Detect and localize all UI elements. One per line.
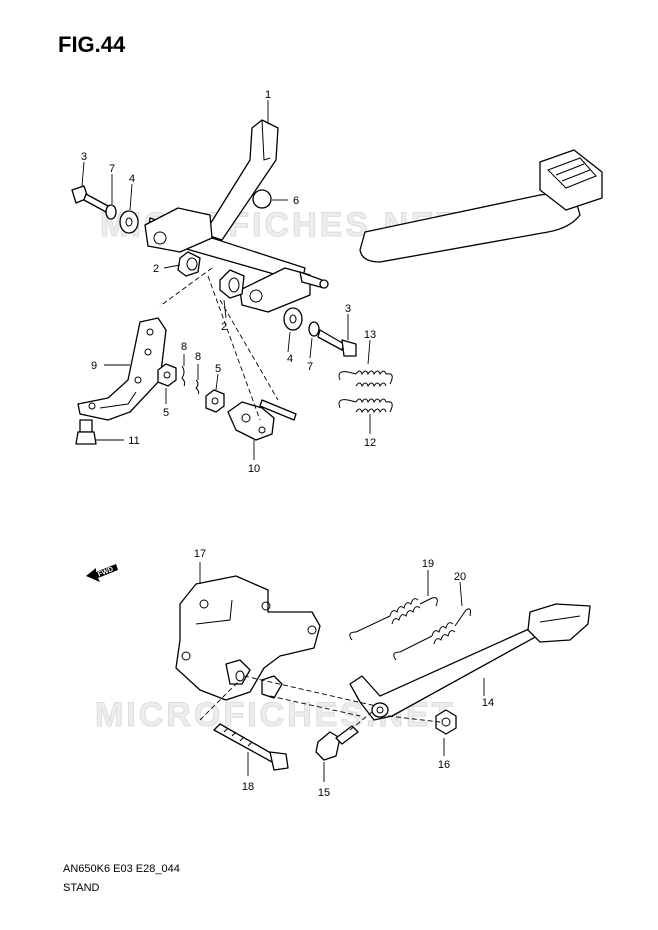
callout-3-left: 3: [81, 151, 87, 163]
part-7-washer-right[interactable]: [308, 321, 320, 337]
callout-4-left: 4: [129, 173, 135, 185]
figure-name: STAND: [63, 882, 100, 894]
callout-12: 12: [364, 437, 376, 449]
callout-20: 20: [454, 571, 466, 583]
callout-16: 16: [438, 759, 450, 771]
center-stand-part-1[interactable]: [144, 119, 603, 313]
part-6-knob[interactable]: [252, 189, 272, 209]
callout-17: 17: [194, 548, 206, 560]
part-8-clip-a[interactable]: [181, 365, 186, 387]
callout-7-left: 7: [109, 163, 115, 175]
callout-5-right: 5: [215, 363, 221, 375]
part-5-nut-left[interactable]: [157, 363, 177, 387]
part-13-spring[interactable]: [338, 370, 393, 388]
figure-title: FIG.44: [58, 32, 126, 57]
callout-8-left: 8: [181, 341, 187, 353]
part-2-bushing-left[interactable]: [177, 251, 201, 277]
figure-code: AN650K6 E03 E28_044: [63, 863, 180, 875]
part-18-bolt[interactable]: [213, 723, 289, 771]
part-5-nut-right[interactable]: [205, 389, 225, 413]
part-17-bracket[interactable]: [175, 575, 321, 701]
part-15-bolt[interactable]: [315, 725, 359, 761]
callout-9: 9: [91, 360, 97, 372]
fwd-label: FWD: [97, 566, 114, 578]
part-12-spring[interactable]: [338, 398, 393, 414]
part-19-spring[interactable]: [349, 597, 438, 641]
part-10-bracket[interactable]: [227, 399, 297, 441]
part-2-bushing-right[interactable]: [219, 269, 245, 299]
part-8-clip-b[interactable]: [195, 379, 200, 395]
callout-2-right: 2: [221, 321, 227, 333]
callout-3-right: 3: [345, 303, 351, 315]
part-4-collar-left[interactable]: [119, 210, 139, 234]
callout-15: 15: [318, 787, 330, 799]
part-16-nut[interactable]: [435, 709, 457, 735]
callout-5-left: 5: [163, 407, 169, 419]
part-11-bolt[interactable]: [75, 419, 97, 445]
callout-11: 11: [128, 435, 139, 447]
callout-13: 13: [364, 329, 376, 341]
part-7-washer-left[interactable]: [105, 204, 117, 220]
callout-19: 19: [422, 558, 434, 570]
part-20-spring[interactable]: [393, 608, 471, 661]
part-3-bolt-left[interactable]: [71, 185, 109, 213]
callout-6: 6: [293, 195, 299, 207]
callout-18: 18: [242, 781, 254, 793]
callout-10: 10: [248, 463, 260, 475]
part-3-bolt-right[interactable]: [317, 329, 357, 357]
part-4-collar-right[interactable]: [283, 307, 303, 331]
callout-14: 14: [482, 697, 494, 709]
callout-2-left: 2: [153, 263, 159, 275]
fwd-arrow-icon: FWD: [86, 564, 118, 582]
part-14-side-stand[interactable]: [349, 603, 591, 721]
callout-1: 1: [265, 89, 271, 101]
callout-8-right: 8: [195, 351, 201, 363]
callout-4-right: 4: [287, 353, 293, 365]
part-9-bracket[interactable]: [77, 317, 167, 421]
callout-7-right: 7: [307, 361, 313, 373]
